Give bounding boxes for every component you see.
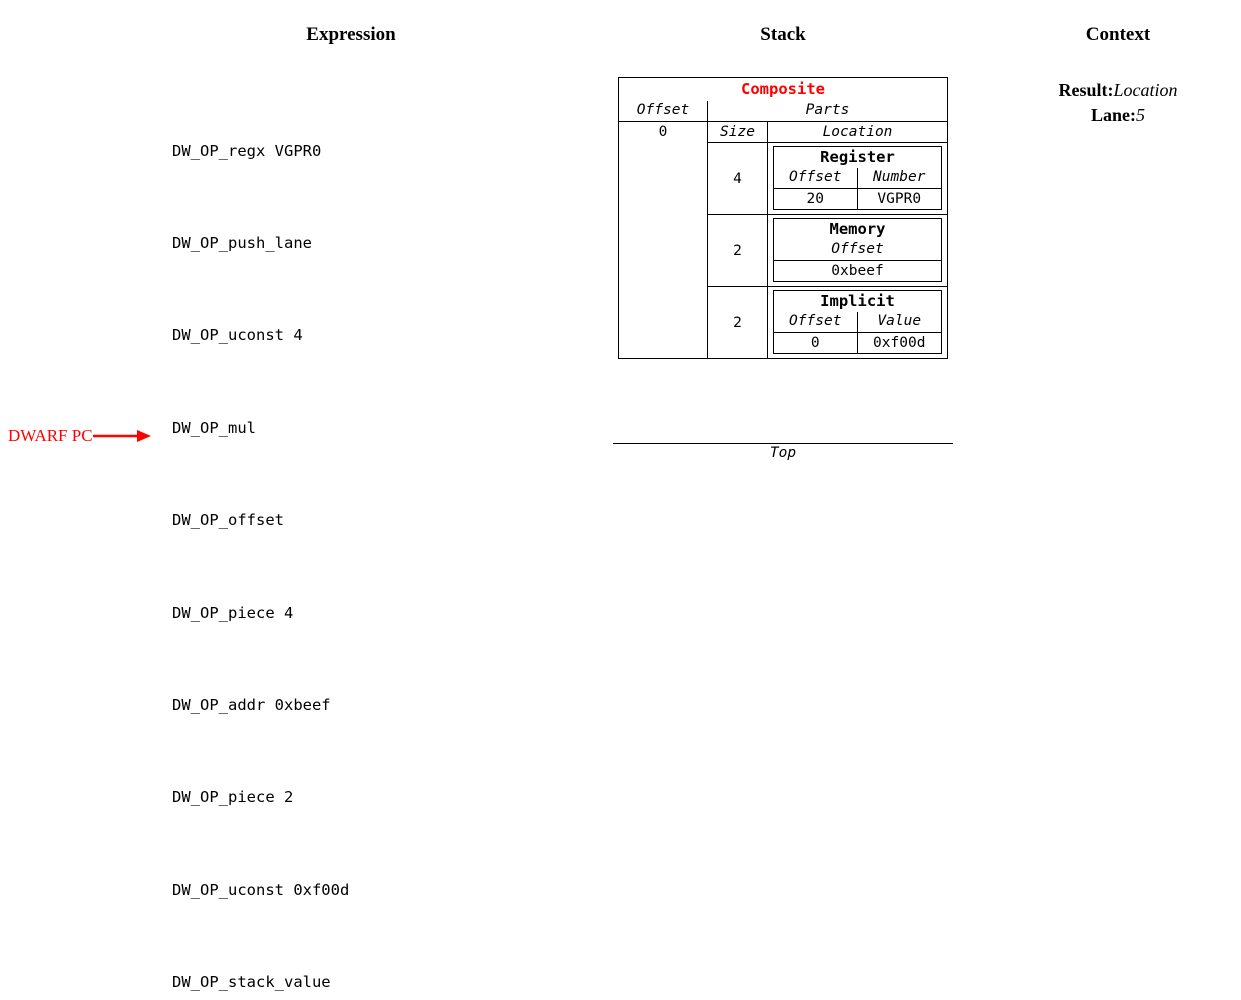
location-field-label: Number [873, 169, 926, 185]
arrow-right-icon [92, 430, 151, 442]
instruction-line: DW_OP_mul [172, 418, 256, 437]
table-row: 4 Register Offset Number 20 VGPR0 [708, 143, 947, 215]
parts-column-header: Parts [805, 102, 850, 118]
page-title-expression: Expression [306, 24, 396, 45]
dwarf-pc-label: DWARF PC [8, 426, 93, 445]
location-field-value: VGPR0 [877, 191, 922, 207]
location-box-register: Register Offset Number 20 VGPR0 [773, 146, 942, 210]
location-kind-label: Implicit [820, 292, 895, 310]
location-field-value: 0xf00d [873, 335, 926, 351]
instruction-line: DW_OP_uconst 0xf00d [172, 880, 350, 899]
location-field-value: 20 [774, 189, 858, 209]
stack-table: Composite Offset 0 Parts Size Location 4… [618, 77, 948, 359]
instruction-line: DW_OP_uconst 4 [172, 326, 303, 345]
instruction-line: DW_OP_stack_value [172, 973, 331, 992]
parts-subheader-row: Size Location [708, 121, 947, 143]
page-title-context: Context [1085, 24, 1151, 45]
location-kind-label: Register [820, 148, 895, 166]
context-key: Lane: [1090, 105, 1136, 125]
location-value-row: 0 0xf00d [774, 333, 941, 353]
instruction-line: DW_OP_offset [172, 511, 284, 530]
part-location: Register Offset Number 20 VGPR0 [768, 143, 947, 214]
stack-parts-column: Parts Size Location 4 Register Offset Nu… [708, 101, 947, 358]
stack-top-divider [613, 443, 953, 444]
part-size: 2 [708, 215, 768, 286]
context-entry: Result:Location [1058, 78, 1177, 103]
context-entry: Lane:5 [1058, 103, 1177, 128]
context-block: Result:Location Lane:5 [1058, 78, 1177, 128]
location-field-row: Offset Number [774, 168, 941, 189]
location-column-header: Location [768, 121, 947, 142]
location-field-row: Offset Value [774, 312, 941, 333]
context-key: Result: [1058, 80, 1114, 100]
dwarf-pc-marker: DWARF PC [8, 426, 153, 446]
location-kind-label: Memory [829, 220, 886, 238]
instruction-line: DW_OP_addr 0xbeef [172, 695, 331, 714]
offset-column-filler [619, 142, 707, 358]
stack-body: Offset 0 Parts Size Location 4 Register … [619, 101, 947, 358]
context-value: 5 [1135, 105, 1145, 125]
location-field-label: Offset [831, 241, 884, 257]
part-location: Implicit Offset Value 0 0xf00d [768, 287, 947, 358]
location-box-memory: Memory Offset 0xbeef [773, 218, 942, 282]
offset-column-header: Offset [619, 101, 707, 122]
page-title-stack: Stack [760, 24, 806, 45]
instruction-line: DW_OP_regx VGPR0 [172, 141, 322, 160]
instruction-line: DW_OP_piece 2 [172, 788, 294, 807]
part-size: 4 [708, 143, 768, 214]
location-field-label: Value [877, 313, 922, 329]
location-value-row: 0xbeef [774, 261, 941, 281]
instruction-line: DW_OP_push_lane [172, 233, 312, 252]
table-row: 2 Implicit Offset Value 0 0xf00d [708, 287, 947, 358]
location-field-label: Offset [774, 168, 858, 188]
location-field-value: 0 [774, 333, 858, 353]
location-box-implicit: Implicit Offset Value 0 0xf00d [773, 290, 942, 354]
stack-top-label: Top [769, 445, 797, 461]
composite-title: Composite [741, 80, 825, 98]
instruction-line: DW_OP_piece 4 [172, 603, 294, 622]
table-row: 2 Memory Offset 0xbeef [708, 215, 947, 287]
expression-instruction-list: DW_OP_regx VGPR0 DW_OP_push_lane DW_OP_u… [172, 74, 349, 1000]
stack-offset-column: Offset 0 [619, 101, 708, 358]
location-value-row: 20 VGPR0 [774, 189, 941, 209]
location-field-row: Offset [774, 240, 941, 261]
context-value: Location [1113, 80, 1178, 100]
part-location: Memory Offset 0xbeef [768, 215, 947, 286]
location-field-label: Offset [774, 312, 858, 332]
size-column-header: Size [708, 121, 768, 142]
part-size: 2 [708, 287, 768, 358]
offset-value: 0 [658, 124, 668, 140]
location-field-value: 0xbeef [831, 263, 884, 279]
